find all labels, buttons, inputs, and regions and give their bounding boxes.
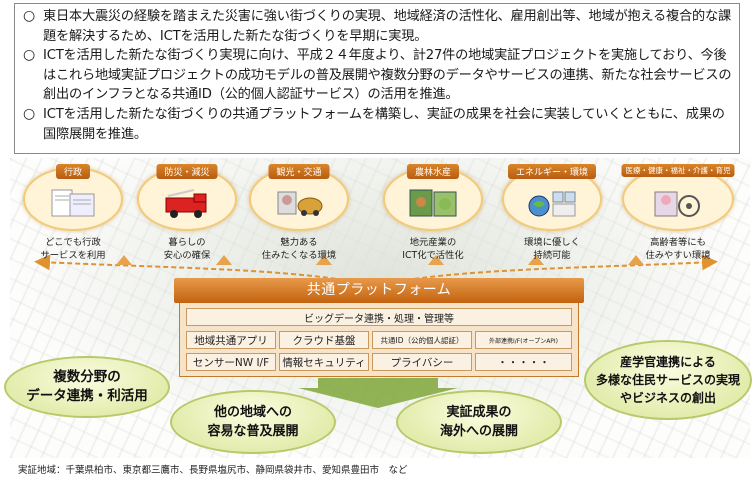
platform-cell-sensor-nw: センサーNW I/F	[186, 353, 276, 371]
summary-bullet-1: ○ 東日本大震災の経験を踏まえた災害に強い街づくりの実現、地域経済の活性化、雇用…	[23, 7, 733, 46]
domain-caption-line: 高齢者等にも	[650, 237, 706, 248]
domain-caption-line: サービスを利用	[40, 249, 106, 261]
common-platform: 共通プラットフォーム ビッグデータ連携・処理・管理等 地域共通アプリ クラウド基…	[174, 278, 584, 377]
summary-box: ○ 東日本大震災の経験を踏まえた災害に強い街づくりの実現、地域経済の活性化、雇用…	[14, 3, 740, 154]
domain-caption-line: 住みたくなる環境	[261, 249, 337, 261]
domain-caption-line: ICT化で活性化	[402, 249, 464, 261]
platform-title: 共通プラットフォーム	[174, 278, 584, 303]
platform-cell-regional-app: 地域共通アプリ	[186, 331, 276, 349]
domain-tag: 観光・交通	[268, 164, 330, 179]
eco-icon	[528, 191, 576, 217]
domain-caption-line: 環境に優しく	[524, 237, 580, 248]
bubble-overseas-expansion: 実証成果の 海外への展開	[396, 390, 562, 454]
domain-administration: 行政 どこでも行政 サービスを利用	[18, 164, 128, 262]
bullet-circle-icon: ○	[23, 47, 36, 64]
bubble-line: 多様な住民サービスの実現	[595, 373, 740, 387]
domain-caption-line: どこでも行政	[45, 237, 101, 248]
domain-tourism-transport: 観光・交通 魅力ある 住みたくなる環境	[244, 164, 354, 262]
platform-cell-security: 情報セキュリティ	[279, 353, 369, 371]
farm-icon	[409, 189, 457, 217]
domain-caption-line: 地元産業の	[409, 237, 457, 248]
platform-bigdata-row: ビッグデータ連携・処理・管理等	[186, 308, 572, 326]
bubble-line: 複数分野の	[53, 369, 121, 385]
summary-bullet-2: ○ ICTを活用した新たな街づくり実現に向け、平成２４年度より、計27件の地域実…	[23, 46, 733, 105]
platform-cell-common-id: 共通ID（公的個人認証）	[372, 331, 472, 349]
bubble-data-linkage: 複数分野の データ連携・利活用	[4, 356, 170, 418]
footnote-demo-regions: 実証地域：千葉県柏市、東京都三鷹市、長野県塩尻市、静岡県袋井市、愛知県豊田市 な…	[18, 465, 408, 476]
bubble-line: 産学官連携による	[620, 355, 716, 369]
platform-cell-more: ・・・・・	[475, 353, 572, 371]
domain-tag: 医療・健康・福祉・介護・育児	[621, 164, 735, 177]
travel-icon	[277, 191, 323, 216]
bubble-line: 他の地域への	[213, 405, 292, 420]
platform-cell-privacy: プライバシー	[372, 353, 472, 371]
summary-text-3: ICTを活用した新たな街づくりの共通プラットフォームを構築し、実証の成果を社会に…	[43, 106, 725, 142]
domain-healthcare-welfare: 医療・健康・福祉・介護・育児 高齢者等にも 住みやすい環境	[616, 164, 740, 262]
domain-tag: 防災・減災	[156, 164, 218, 179]
summary-bullet-3: ○ ICTを活用した新たな街づくりの共通プラットフォームを構築し、実証の成果を社…	[23, 105, 733, 144]
platform-cell-open-api: 外部連携I/F(オープンAPI)	[475, 331, 572, 349]
domain-caption-line: 暮らしの	[168, 237, 206, 248]
document-icon	[51, 189, 95, 217]
bubble-regional-expansion: 他の地域への 容易な普及展開	[170, 390, 336, 454]
healthcare-icon	[654, 191, 700, 217]
bubble-line: 実証成果の	[446, 405, 512, 420]
bubble-industry-academia: 産学官連携による 多様な住民サービスの実現 やビジネスの創出	[584, 340, 752, 420]
domain-caption-line: 魅力ある	[280, 237, 318, 248]
domain-energy-environment: エネルギー・環境 環境に優しく 持続可能	[497, 164, 607, 262]
bullet-circle-icon: ○	[23, 8, 36, 24]
summary-text-1: 東日本大震災の経験を踏まえた災害に強い街づくりの実現、地域経済の活性化、雇用創出…	[43, 9, 731, 44]
fire-truck-icon	[165, 189, 207, 218]
domain-caption-line: 住みやすい環境	[645, 249, 711, 261]
platform-cell-cloud: クラウド基盤	[279, 331, 369, 349]
domain-disaster-prevention: 防災・減災 暮らしの 安心の確保	[132, 164, 242, 262]
domain-tag: 行政	[55, 164, 91, 179]
bubble-line: やビジネスの創出	[619, 391, 716, 405]
bubble-line: 海外への展開	[439, 424, 518, 439]
domain-tag: 農林水産	[406, 164, 460, 179]
bubble-line: データ連携・利活用	[26, 388, 148, 404]
domain-tag: エネルギー・環境	[507, 164, 597, 179]
bullet-circle-icon: ○	[23, 105, 36, 122]
bubble-line: 容易な普及展開	[207, 424, 299, 439]
domain-caption-line: 安心の確保	[163, 249, 211, 261]
summary-text-2: ICTを活用した新たな街づくり実現に向け、平成２４年度より、計27件の地域実証プ…	[43, 48, 732, 103]
domain-caption-line: 持続可能	[533, 249, 571, 261]
domain-agriculture: 農林水産 地元産業の ICT化で活性化	[378, 164, 488, 262]
